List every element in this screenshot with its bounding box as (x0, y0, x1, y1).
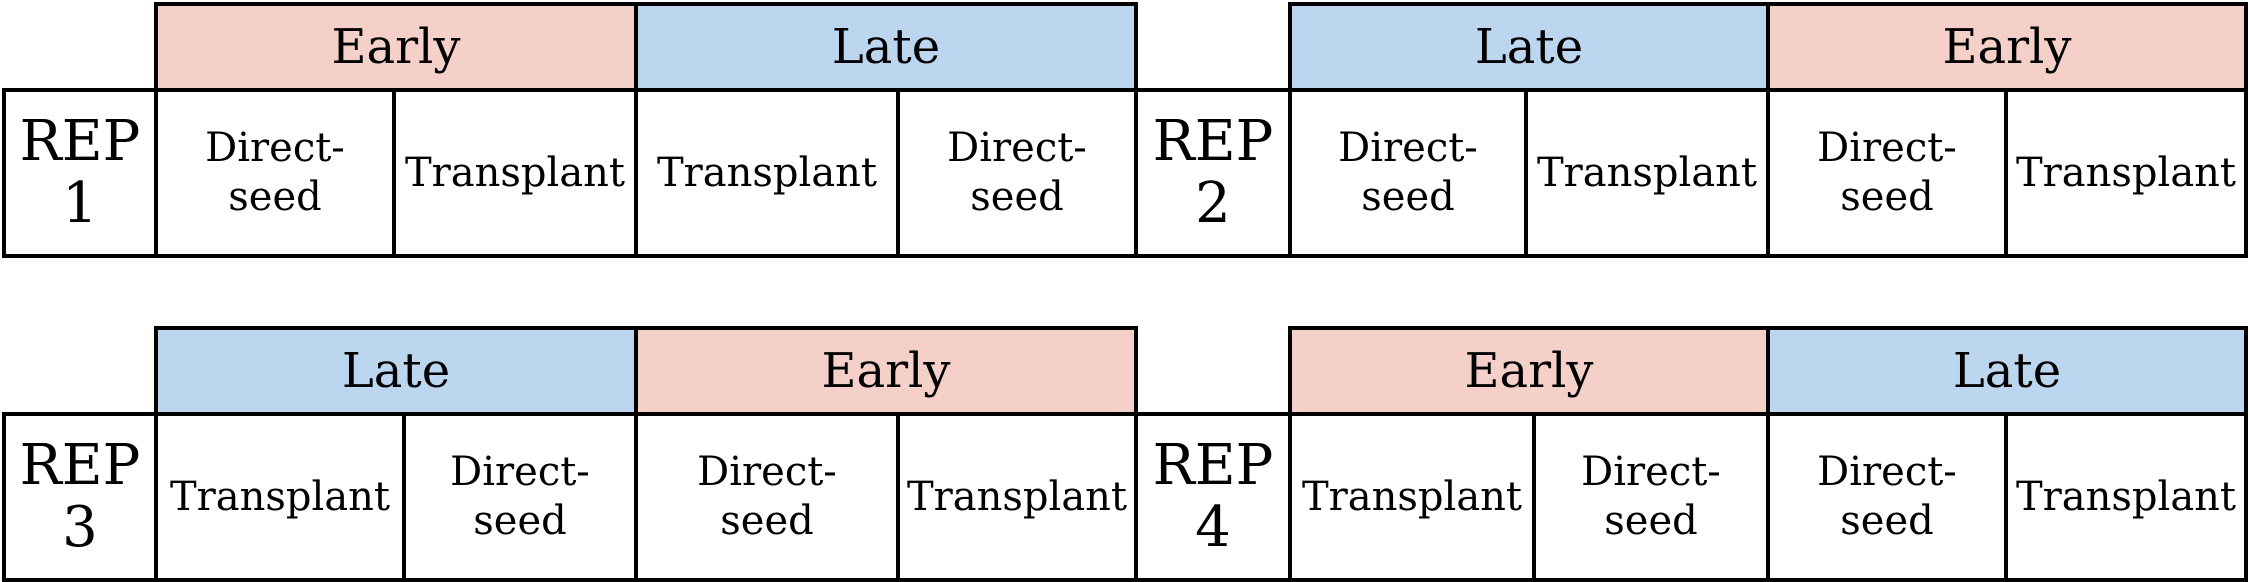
rep3-method-2: Direct- seed (402, 412, 638, 582)
rep2-timing-2: Early (1766, 2, 2248, 92)
rep3-method-4: Transplant (896, 412, 1138, 582)
rep2-timing-1: Late (1288, 2, 1770, 92)
rep2-method-2: Transplant (1524, 88, 1770, 258)
rep2-method-4: Transplant (2004, 88, 2248, 258)
rep2-label: REP 2 (1134, 88, 1292, 258)
rep1-timing-2: Late (634, 2, 1138, 92)
rep4-method-3: Direct- seed (1766, 412, 2008, 582)
rep3-label: REP 3 (2, 412, 158, 582)
rep1-method-3: Transplant (634, 88, 900, 258)
rep4-method-1: Transplant (1288, 412, 1536, 582)
rep1-method-2: Transplant (392, 88, 638, 258)
rep2-method-3: Direct- seed (1766, 88, 2008, 258)
rep3-timing-2: Early (634, 326, 1138, 416)
rep1-label: REP 1 (2, 88, 158, 258)
rep2-method-1: Direct- seed (1288, 88, 1528, 258)
rep4-method-4: Transplant (2004, 412, 2248, 582)
rep1-timing-1: Early (154, 2, 638, 92)
rep3-timing-1: Late (154, 326, 638, 416)
rep3-method-3: Direct- seed (634, 412, 900, 582)
rep1-method-1: Direct- seed (154, 88, 396, 258)
rep4-timing-2: Late (1766, 326, 2248, 416)
rep1-method-4: Direct- seed (896, 88, 1138, 258)
rep4-method-2: Direct- seed (1532, 412, 1770, 582)
rep4-timing-1: Early (1288, 326, 1770, 416)
rep3-method-1: Transplant (154, 412, 406, 582)
rep4-label: REP 4 (1134, 412, 1292, 582)
